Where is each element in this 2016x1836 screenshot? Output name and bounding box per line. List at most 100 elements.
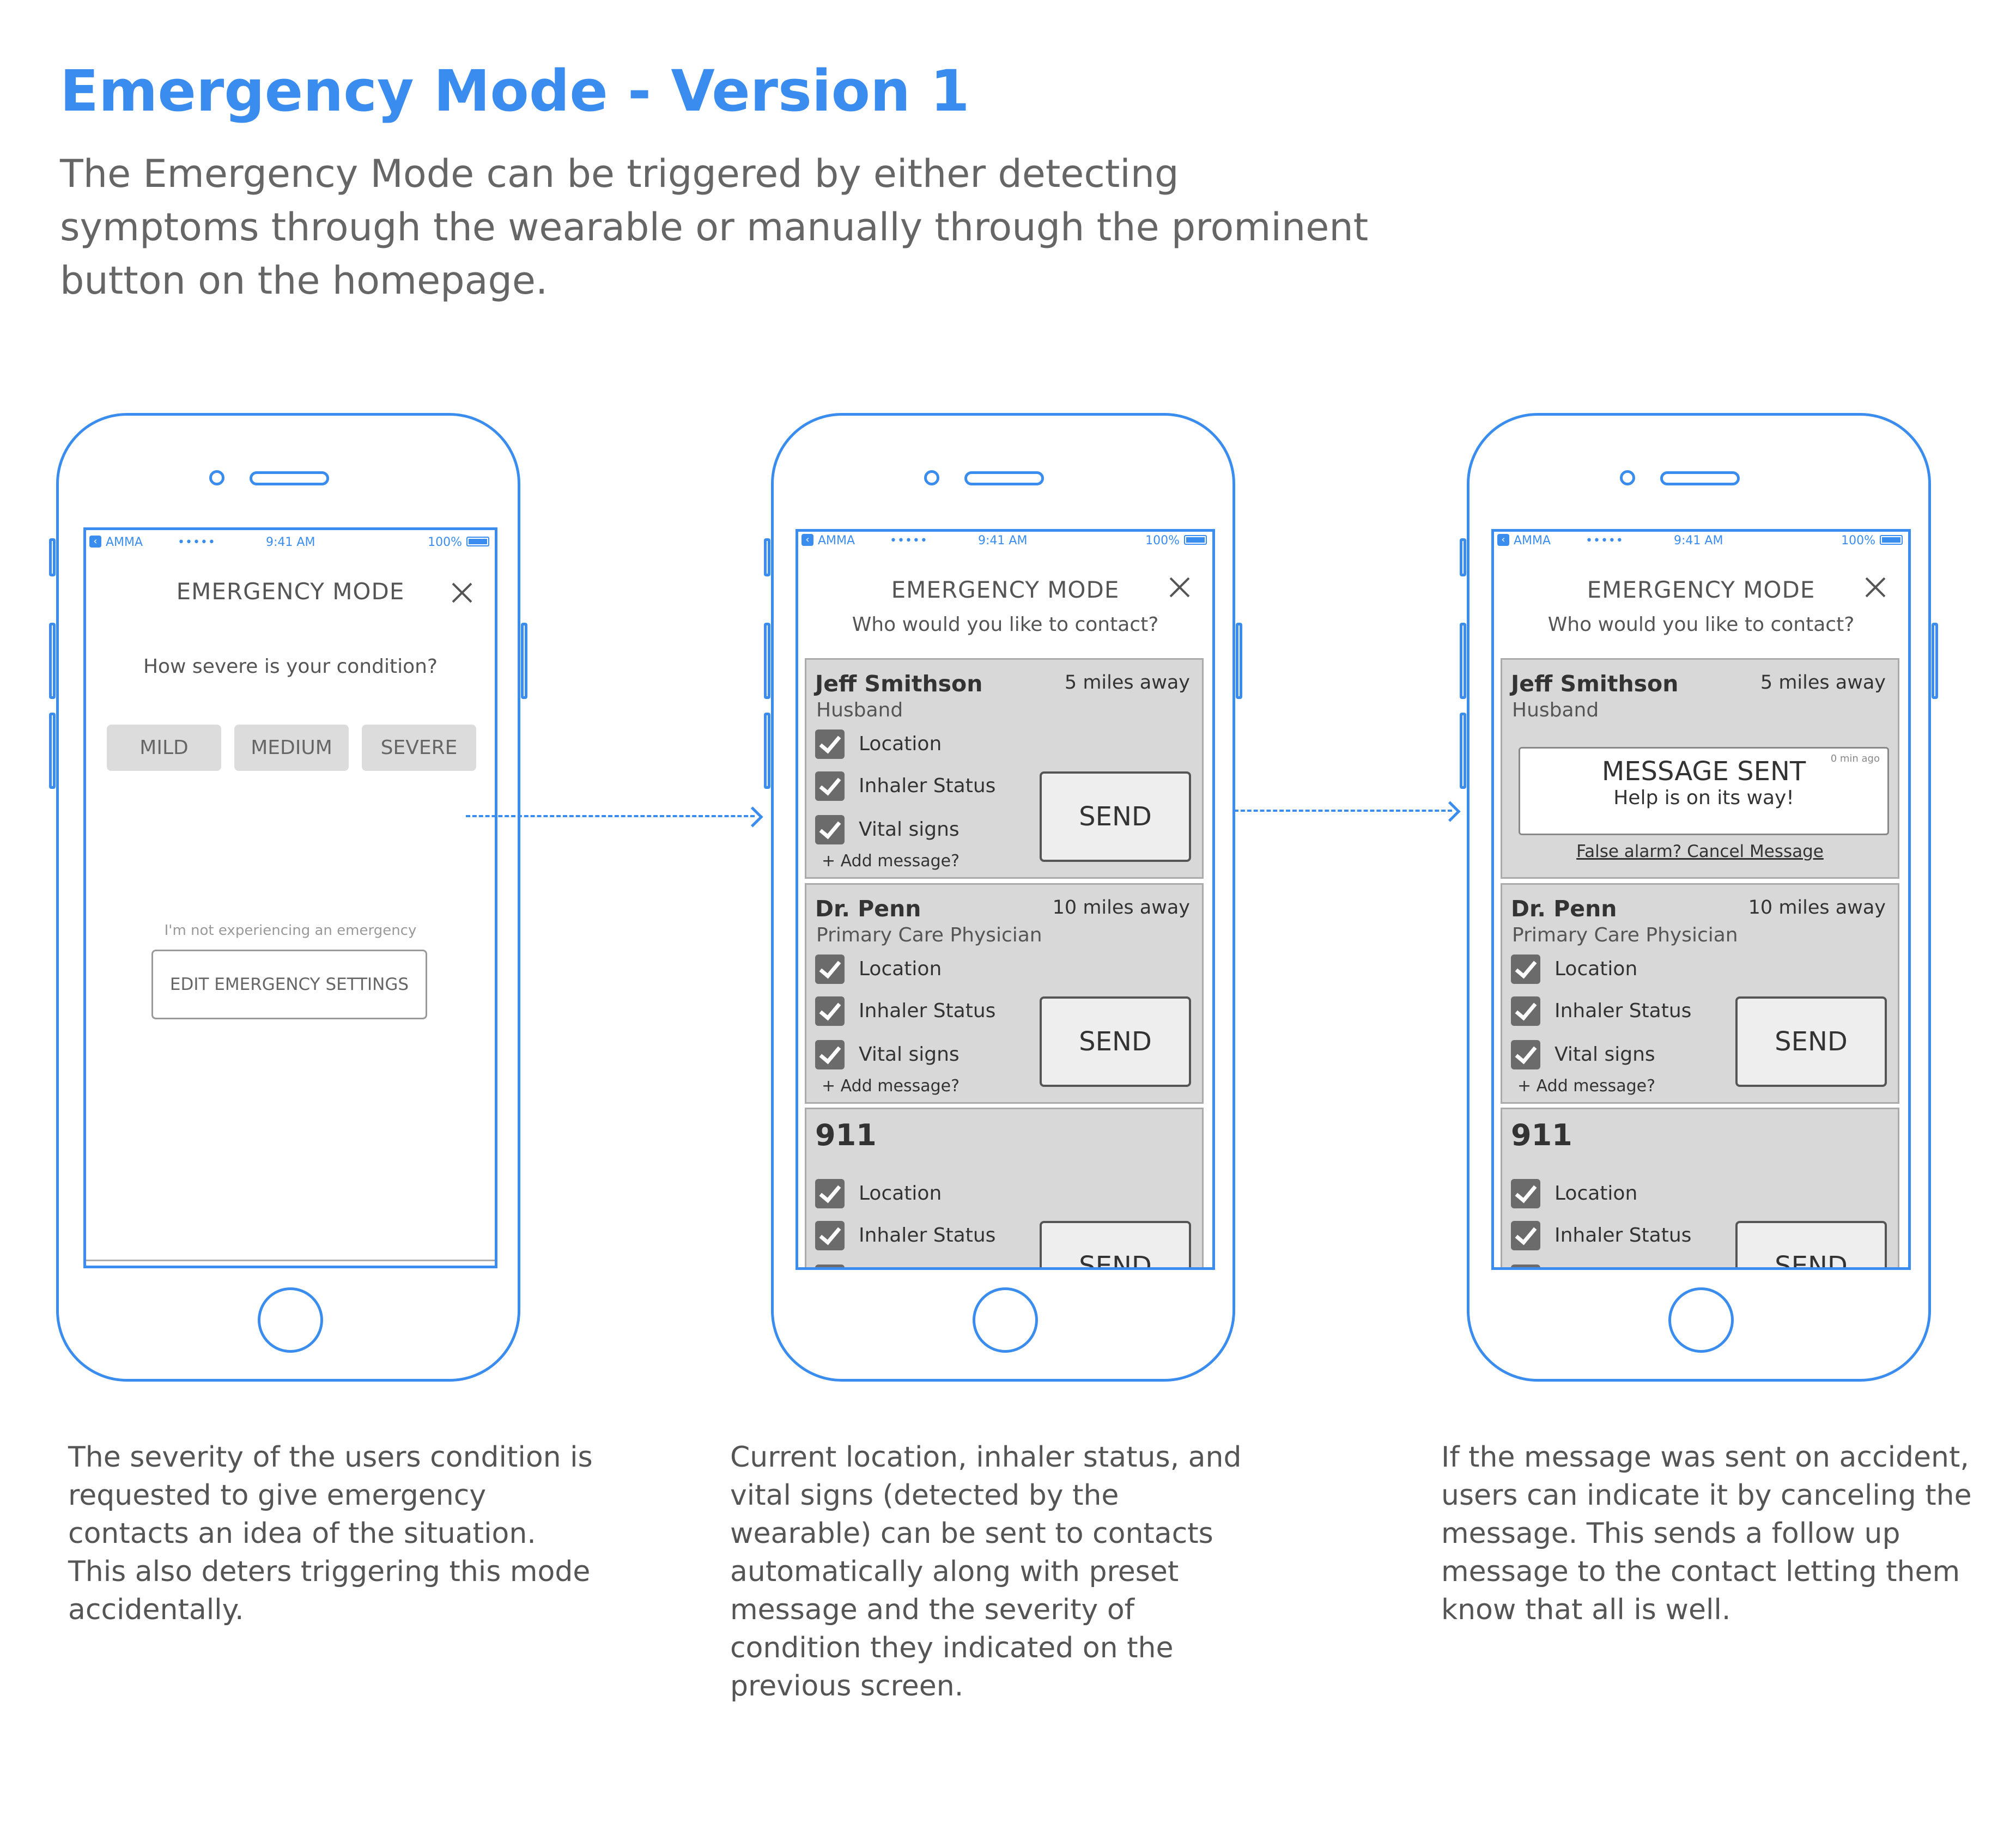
phone-volume-down: [49, 713, 56, 789]
page-title: Emergency Mode - Version 1: [60, 58, 970, 124]
carrier-label: AMMA: [1514, 534, 1551, 548]
home-button[interactable]: [258, 1287, 323, 1353]
add-message-link[interactable]: + Add message?: [822, 1077, 960, 1096]
phone-volume-up: [1460, 623, 1466, 699]
battery-label: 100%: [428, 536, 462, 549]
caption-message-sent: If the message was sent on accident, use…: [1441, 1441, 1972, 1626]
camera-icon: [924, 470, 939, 485]
check-label: Location: [859, 958, 942, 980]
contact-card-911: 911 Location Inhaler Status Vital signs …: [1501, 1108, 1899, 1270]
speaker-icon: [1660, 471, 1740, 485]
edit-emergency-settings-button[interactable]: EDIT EMERGENCY SETTINGS: [151, 950, 427, 1019]
status-time: 9:41 AM: [978, 534, 1028, 548]
flow-arrow-2: [1234, 810, 1452, 814]
phone-mute-switch: [49, 538, 56, 576]
contact-card-dr-penn: Dr. Penn 10 miles away Primary Care Phys…: [805, 883, 1204, 1104]
checkbox-checked-icon[interactable]: [815, 996, 845, 1026]
checkbox-checked-icon[interactable]: [815, 955, 845, 984]
battery-icon: [466, 537, 489, 546]
status-time: 9:41 AM: [1674, 534, 1723, 548]
check-label: Inhaler Status: [1554, 1224, 1692, 1247]
flow-arrow-1: [466, 815, 755, 819]
not-emergency-note: I'm not experiencing an emergency: [164, 922, 417, 939]
phone-message-sent: ‹ AMMA ••••• 9:41 AM 100% EMERGENCY MODE…: [1460, 413, 1938, 1382]
checkbox-checked-icon[interactable]: [815, 729, 845, 759]
checkbox-checked-icon[interactable]: [1511, 996, 1540, 1026]
contact-name: Jeff Smithson: [815, 671, 983, 697]
checkbox-checked-icon[interactable]: [815, 1040, 845, 1069]
close-icon[interactable]: [450, 581, 474, 605]
send-button[interactable]: SEND: [1735, 1221, 1887, 1267]
check-label: Location: [859, 1182, 942, 1205]
status-bar: ‹ AMMA ••••• 9:41 AM 100%: [86, 530, 495, 553]
check-label: Inhaler Status: [859, 775, 996, 797]
contact-card-jeff: Jeff Smithson 5 miles away Husband Locat…: [805, 658, 1204, 879]
mild-button[interactable]: MILD: [107, 725, 221, 771]
back-icon[interactable]: ‹: [801, 534, 813, 546]
checkbox-checked-icon[interactable]: [815, 815, 845, 844]
checkbox-checked-icon[interactable]: [1511, 1179, 1540, 1208]
home-button[interactable]: [1668, 1287, 1734, 1353]
message-time: 0 min ago: [1830, 753, 1880, 764]
contact-relation: Primary Care Physician: [816, 924, 1042, 946]
home-button[interactable]: [973, 1287, 1038, 1353]
signal-icon: •••••: [178, 536, 216, 549]
phone-volume-up: [49, 623, 56, 699]
phone-power-button: [1932, 623, 1938, 699]
checkbox-checked-icon[interactable]: [1511, 1221, 1540, 1250]
contact-distance: 5 miles away: [1064, 672, 1190, 694]
contact-relation: Husband: [1512, 699, 1599, 721]
add-message-link[interactable]: + Add message?: [1517, 1077, 1656, 1096]
close-icon[interactable]: [1168, 575, 1192, 599]
speaker-icon: [964, 471, 1044, 485]
close-icon[interactable]: [1863, 575, 1887, 599]
severity-question: How severe is your condition?: [143, 655, 438, 678]
checkbox-checked-icon[interactable]: [815, 1179, 845, 1208]
contact-name: Dr. Penn: [815, 896, 921, 922]
contact-relation: Primary Care Physician: [1512, 924, 1738, 946]
check-label: Vital signs: [859, 1268, 960, 1270]
back-icon[interactable]: ‹: [89, 536, 101, 548]
contact-distance: 5 miles away: [1760, 672, 1886, 694]
checkbox-checked-icon[interactable]: [1511, 1040, 1540, 1069]
check-label: Location: [1554, 1182, 1638, 1205]
phone-severity: ‹ AMMA ••••• 9:41 AM 100% EMERGENCY MODE…: [49, 413, 527, 1382]
checkbox-checked-icon[interactable]: [815, 1221, 845, 1250]
medium-button[interactable]: MEDIUM: [234, 725, 349, 771]
signal-icon: •••••: [890, 534, 928, 548]
send-button[interactable]: SEND: [1040, 1221, 1191, 1267]
send-button[interactable]: SEND: [1040, 771, 1191, 862]
add-message-link[interactable]: + Add message?: [822, 852, 960, 871]
checkbox-checked-icon[interactable]: [815, 1264, 845, 1267]
phone-mute-switch: [1460, 538, 1466, 576]
contact-name: 911: [815, 1118, 877, 1152]
checkbox-checked-icon[interactable]: [1511, 1264, 1540, 1267]
back-icon[interactable]: ‹: [1497, 534, 1509, 546]
contact-name: Jeff Smithson: [1511, 671, 1679, 697]
checkbox-checked-icon[interactable]: [815, 771, 845, 801]
message-sent-box: 0 min ago MESSAGE SENT Help is on its wa…: [1519, 747, 1889, 835]
caption-contacts: Current location, inhaler status, and vi…: [730, 1441, 1242, 1703]
battery-icon: [1184, 535, 1207, 545]
check-label: Vital signs: [859, 818, 960, 841]
status-bar: ‹ AMMA ••••• 9:41 AM 100%: [1494, 532, 1908, 555]
contact-question: Who would you like to contact?: [852, 613, 1159, 636]
message-sent-title: MESSAGE SENT: [1601, 756, 1806, 787]
phone-volume-down: [764, 713, 770, 789]
severe-button[interactable]: SEVERE: [362, 725, 476, 771]
send-button[interactable]: SEND: [1735, 996, 1887, 1087]
battery-label: 100%: [1145, 534, 1180, 548]
send-button[interactable]: SEND: [1040, 996, 1191, 1087]
signal-icon: •••••: [1586, 534, 1624, 548]
check-label: Vital signs: [1554, 1268, 1655, 1270]
contact-card-911: 911 Location Inhaler Status Vital signs …: [805, 1108, 1204, 1270]
checkbox-checked-icon[interactable]: [1511, 955, 1540, 984]
message-sent-screen: ‹ AMMA ••••• 9:41 AM 100% EMERGENCY MODE…: [1491, 529, 1911, 1270]
contact-name: Dr. Penn: [1511, 896, 1617, 922]
cancel-message-link[interactable]: False alarm? Cancel Message: [1576, 842, 1824, 861]
camera-icon: [1620, 470, 1635, 485]
contact-distance: 10 miles away: [1748, 897, 1886, 919]
status-bar: ‹ AMMA ••••• 9:41 AM 100%: [798, 532, 1212, 555]
camera-icon: [209, 470, 224, 485]
check-label: Vital signs: [1554, 1043, 1655, 1066]
